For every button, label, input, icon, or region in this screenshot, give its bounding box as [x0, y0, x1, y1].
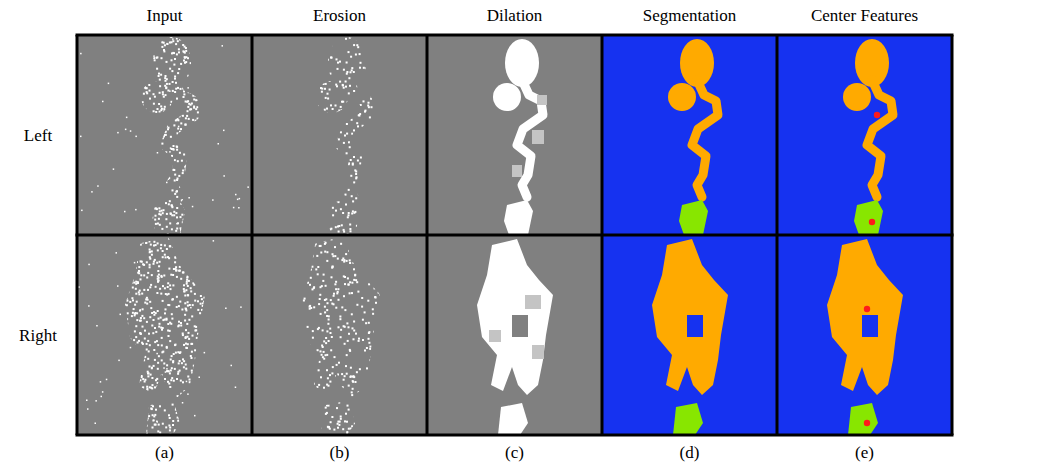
- row-label: Left: [24, 127, 52, 144]
- column-header: Input: [147, 7, 183, 24]
- subfigure-label: (b): [330, 444, 350, 461]
- row-label: Right: [19, 327, 57, 344]
- image-panel: [77, 35, 252, 235]
- column-header: Center Features: [811, 7, 918, 24]
- image-panel: [777, 235, 952, 435]
- image-panel: [777, 35, 952, 235]
- image-panel: [602, 235, 777, 435]
- column-header: Dilation: [487, 7, 543, 24]
- panel-border: [76, 35, 954, 435]
- subfigure-label: (a): [155, 444, 174, 461]
- image-panel: [77, 235, 252, 435]
- image-panel: [602, 35, 777, 235]
- image-panel: [427, 235, 602, 435]
- subfigure-label: (c): [505, 444, 524, 461]
- image-panel: [252, 35, 427, 235]
- image-panel: [427, 35, 602, 235]
- column-header: Segmentation: [643, 7, 736, 24]
- subfigure-label: (d): [680, 444, 700, 461]
- image-panel: [252, 235, 427, 435]
- subfigure-label: (e): [855, 444, 874, 461]
- column-header: Erosion: [313, 7, 366, 24]
